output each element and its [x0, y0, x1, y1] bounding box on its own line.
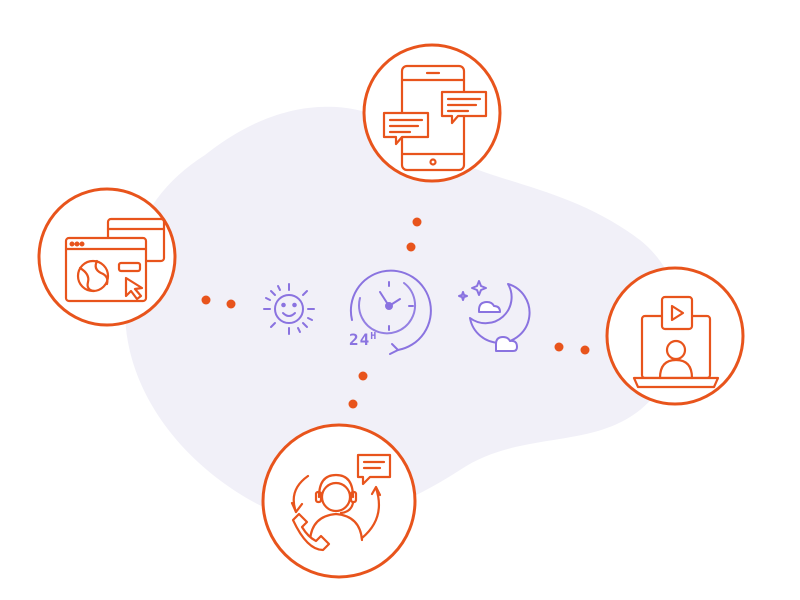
node-support-agent [261, 423, 417, 579]
connector-dots [201, 217, 590, 409]
support-agent-icon [290, 453, 392, 552]
connector-dot [412, 217, 422, 227]
node-web-browser [37, 187, 177, 327]
clock-label: 24H [349, 330, 377, 349]
connector-dot [358, 371, 368, 381]
web-browser-icon [64, 217, 166, 303]
moon-icon [458, 280, 531, 352]
clock-label-suffix: H [370, 331, 377, 342]
connector-dot [580, 345, 590, 355]
mobile-chat-icon [382, 64, 488, 172]
node-mobile-chat [362, 43, 502, 183]
sun-icon [263, 283, 315, 335]
clock-24h-icon [349, 269, 432, 355]
connector-dot [226, 299, 236, 309]
video-laptop-icon [632, 295, 720, 389]
connector-dot [201, 295, 211, 305]
connector-dot [554, 342, 564, 352]
node-video-laptop [605, 266, 745, 406]
connector-dot [348, 399, 358, 409]
connector-dot [406, 242, 416, 252]
background-blob [125, 106, 682, 521]
